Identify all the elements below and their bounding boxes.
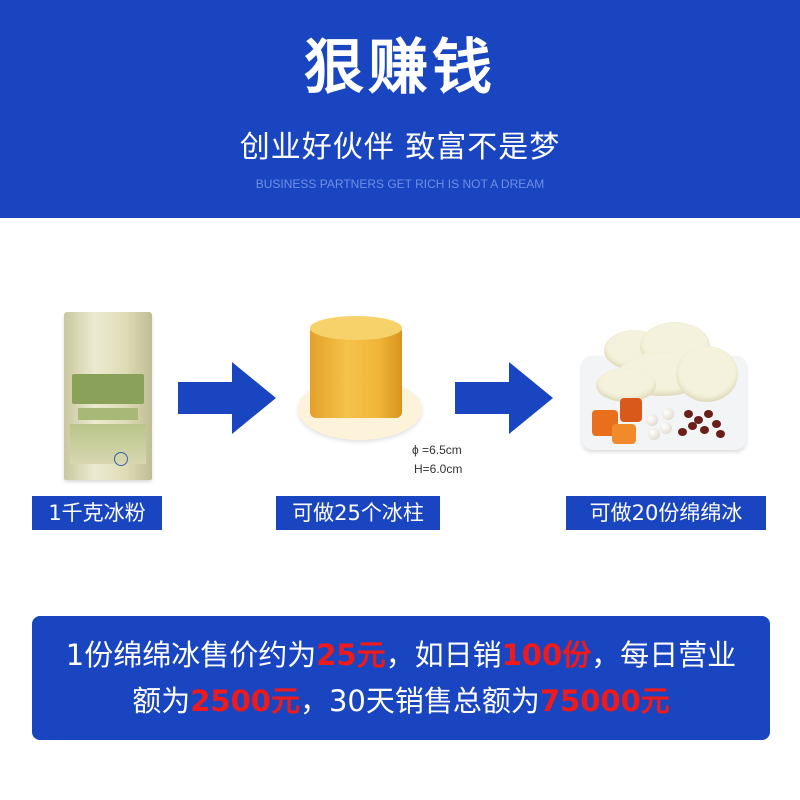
- diameter-text: ϕ =6.5cm: [412, 443, 462, 457]
- page-title: 狠赚钱: [304, 33, 496, 103]
- daily-sales-count: 100份: [501, 638, 592, 672]
- red-bean: [684, 410, 693, 418]
- monthly-revenue: 75000元: [539, 684, 670, 718]
- arrow-right-icon: [178, 362, 276, 434]
- step-1-label: 1千克冰粉: [32, 496, 162, 530]
- header-banner: 狠赚钱 创业好伙伴 致富不是梦 BUSINESS PARTNERS GET RI…: [0, 0, 800, 218]
- subtitle-english: BUSINESS PARTNERS GET RICH IS NOT A DREA…: [255, 177, 545, 191]
- step-2-label: 可做25个冰柱: [276, 496, 440, 530]
- step-3-label: 可做20份绵绵冰: [566, 496, 766, 530]
- summary-line-1: 1份绵绵冰售价约为25元，如日销100份，每日营业: [65, 638, 737, 672]
- pearl: [646, 414, 658, 426]
- arrow-right-icon: [455, 362, 553, 434]
- daily-revenue: 2500元: [190, 684, 300, 718]
- subtitle: 创业好伙伴 致富不是梦: [239, 130, 561, 165]
- unit-price: 25元: [316, 638, 386, 672]
- profit-summary-box: 1份绵绵冰售价约为25元，如日销100份，每日营业 额为2500元，30天销售总…: [32, 616, 770, 740]
- height-text: H=6.0cm: [414, 462, 463, 476]
- ice-powder-bag-image: [64, 312, 152, 480]
- summary-line-2: 额为2500元，30天销售总额为75000元: [132, 684, 670, 718]
- ice-cylinder-top: [310, 316, 402, 340]
